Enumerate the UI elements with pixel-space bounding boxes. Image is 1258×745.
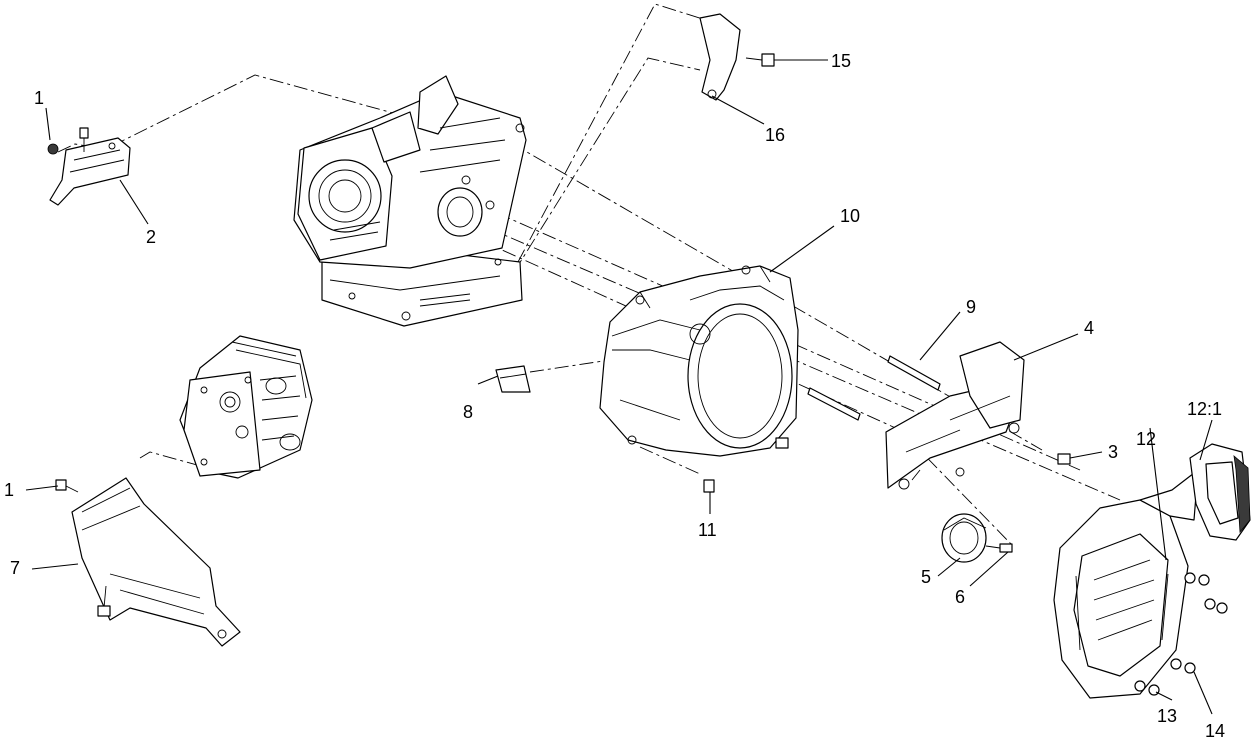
bolt-part-15 [745,53,775,67]
callout-6: 6 [955,587,965,607]
bracket-part-16 [699,13,741,101]
bolt-part-1-lower [55,479,79,493]
callout-15: 15 [831,51,851,71]
starter-fasteners-parts-13-14 [1134,572,1228,696]
callout-3: 3 [1108,442,1118,462]
callout-1-top: 1 [34,88,44,108]
callout-1-lower: 1 [4,480,14,500]
callout-11: 11 [698,520,717,540]
callout-leader-lines [25,59,1213,715]
bolt-part-1-top [47,127,89,155]
cylinder-head [179,335,313,479]
callout-12: 12 [1136,429,1156,449]
clip-part-8 [495,365,531,393]
nut-part-3 [1057,453,1071,465]
callout-4: 4 [1084,318,1094,338]
bracket-part-2 [49,137,131,206]
lower-shroud-part-7 [71,477,241,647]
bolt-housing-right [775,437,789,449]
studs-part-9 [807,355,941,421]
blower-housing-part-10 [599,265,799,457]
callout-5: 5 [921,567,931,587]
bracket-plate-part-4 [885,341,1025,490]
callout-7: 7 [10,558,20,578]
callout-14: 14 [1205,721,1225,741]
bolt-part-6 [985,543,1013,553]
callout-8: 8 [463,402,473,422]
engine-block [293,75,527,327]
callout-16: 16 [765,125,785,145]
callout-2: 2 [146,227,156,247]
callout-labels: 1 2 3 4 5 6 1 7 8 9 10 11 12 12:1 13 14 … [4,51,1225,741]
callout-10: 10 [840,206,860,226]
callout-12-1: 12:1 [1187,399,1222,419]
bolt-lower-shroud [97,585,111,617]
bolt-part-11 [703,479,715,493]
callout-9: 9 [966,297,976,317]
callout-13: 13 [1157,706,1177,726]
starter-pulley-part-5 [941,513,987,563]
handle-part-12-1 [1189,443,1251,541]
